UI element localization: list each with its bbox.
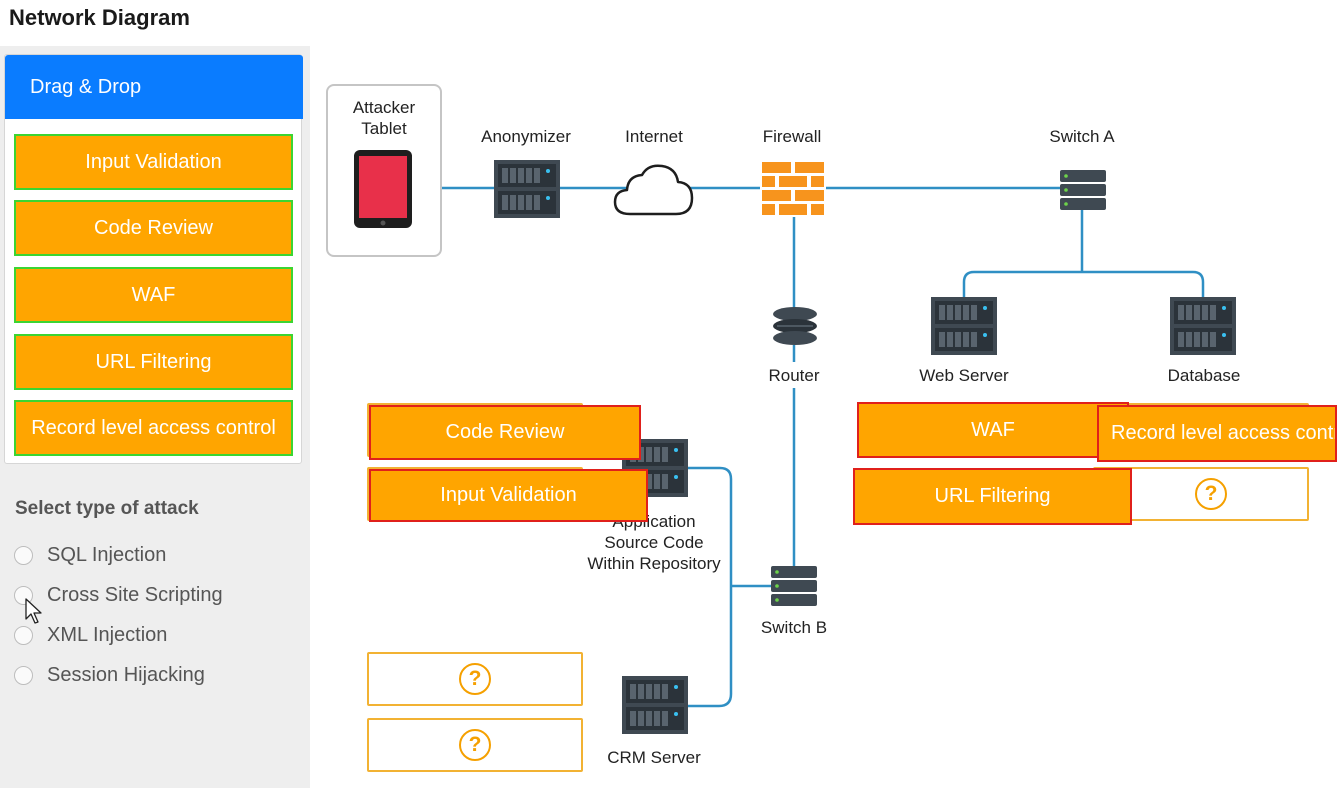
router-icon (773, 307, 817, 345)
anonymizer-server-icon (494, 160, 560, 218)
firewall-label: Firewall (762, 127, 822, 146)
radio-xml-injection[interactable]: XML Injection (14, 624, 167, 647)
question-mark-icon: ? (1195, 478, 1227, 510)
attacker-tablet-label: Attacker Tablet (352, 98, 416, 138)
drop-zone-crm-2[interactable]: ? (367, 718, 583, 772)
switch-a-label: Switch A (1049, 127, 1115, 146)
crm-server-icon (622, 676, 688, 734)
question-mark-icon: ? (459, 729, 491, 761)
radio-label: XML Injection (47, 624, 168, 646)
radio-button[interactable] (14, 546, 33, 565)
tablet-icon (354, 150, 412, 228)
drag-item-record-level-access-control[interactable]: Record level access control (14, 400, 293, 456)
drag-item-url-filtering[interactable]: URL Filtering (14, 334, 293, 390)
question-mark-icon: ? (459, 663, 491, 695)
drop-zone-crm-1[interactable]: ? (367, 652, 583, 706)
switch-a-icon (1060, 170, 1106, 210)
mouse-cursor-icon (25, 598, 42, 624)
placed-db-record-level-access-control[interactable]: Record level access control (1097, 405, 1337, 462)
drag-drop-header: Drag & Drop (5, 55, 303, 119)
placed-app-input-validation[interactable]: Input Validation (369, 469, 648, 522)
internet-label: Internet (625, 127, 683, 146)
radio-cross-site-scripting[interactable]: Cross Site Scripting (14, 584, 223, 607)
router-label: Router (768, 366, 820, 385)
placed-app-code-review[interactable]: Code Review (369, 405, 641, 460)
web-server-label: Web Server (919, 366, 1009, 385)
drag-item-input-validation[interactable]: Input Validation (14, 134, 293, 190)
switch-b-icon (771, 566, 817, 606)
placed-web-waf[interactable]: WAF (857, 402, 1129, 458)
firewall-icon (760, 160, 826, 217)
sidebar: Drag & Drop Input Validation Code Review… (0, 46, 310, 788)
radio-label: Session Hijacking (47, 664, 205, 686)
radio-label: Cross Site Scripting (47, 584, 223, 606)
placed-web-url-filtering[interactable]: URL Filtering (853, 468, 1132, 525)
drag-item-waf[interactable]: WAF (14, 267, 293, 323)
anonymizer-label: Anonymizer (481, 127, 571, 146)
radio-button[interactable] (14, 626, 33, 645)
web-server-icon (931, 297, 997, 355)
app-source-label: Application Source Code Within Repositor… (587, 512, 721, 573)
crm-server-label: CRM Server (607, 748, 701, 767)
database-label: Database (1167, 366, 1241, 385)
switch-b-label: Switch B (760, 618, 828, 637)
drag-item-code-review[interactable]: Code Review (14, 200, 293, 256)
radio-label: SQL Injection (47, 544, 167, 566)
attack-type-title: Select type of attack (15, 498, 199, 519)
drag-drop-panel: Drag & Drop Input Validation Code Review… (4, 54, 303, 464)
cloud-icon (613, 164, 694, 216)
radio-session-hijacking[interactable]: Session Hijacking (14, 664, 205, 687)
radio-button[interactable] (14, 666, 33, 685)
radio-sql-injection[interactable]: SQL Injection (14, 544, 166, 567)
page-title: Network Diagram (9, 5, 190, 30)
database-server-icon (1170, 297, 1236, 355)
